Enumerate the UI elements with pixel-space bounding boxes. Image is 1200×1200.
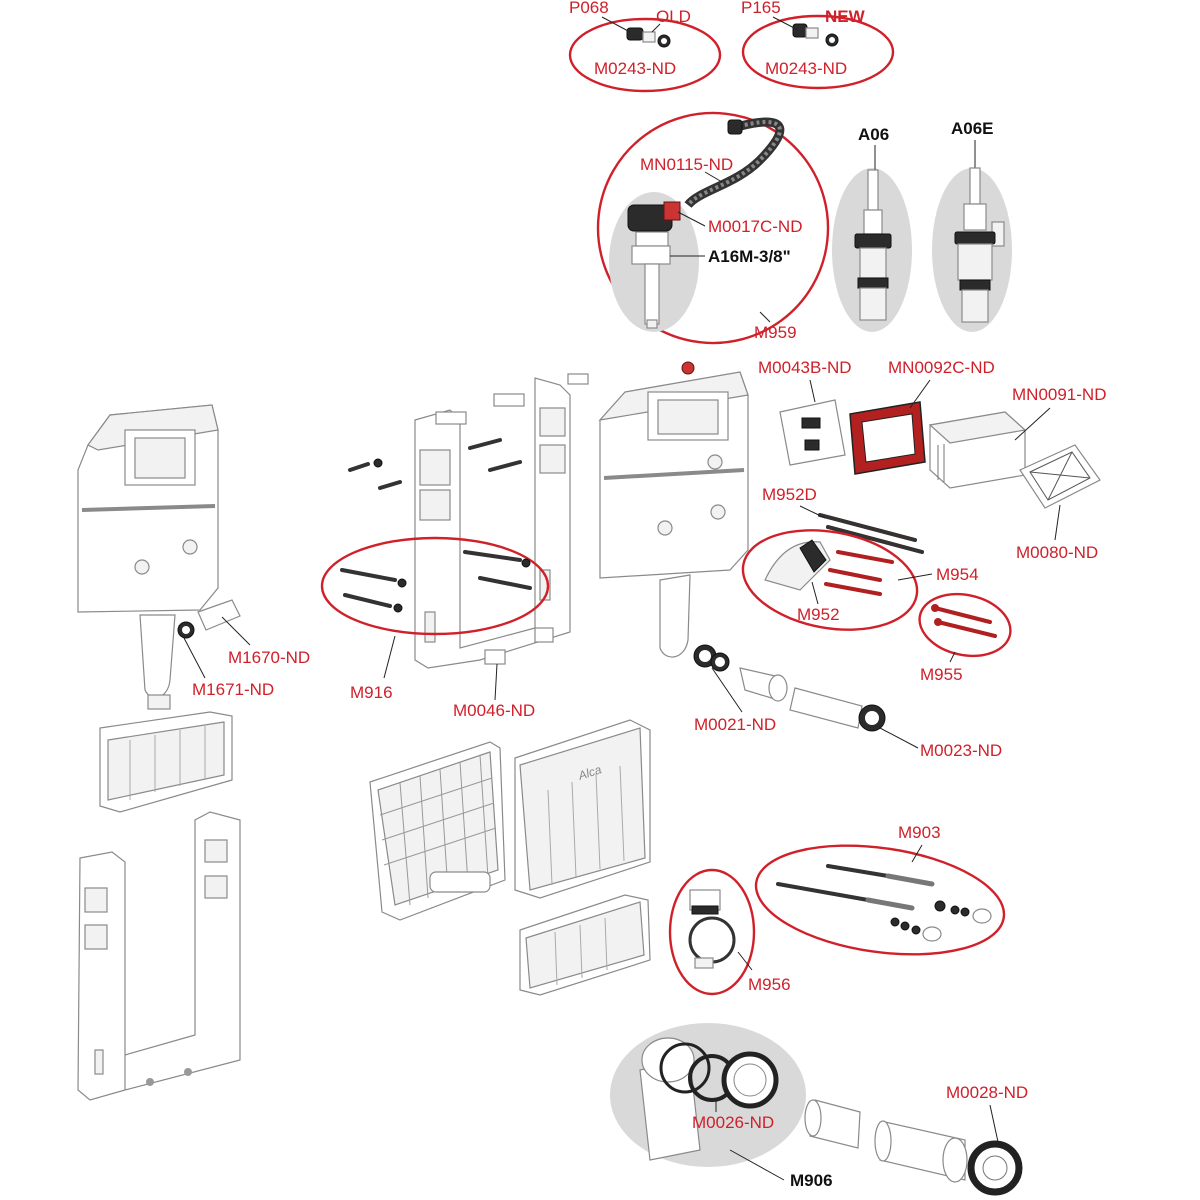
- mounting-frame-m0043b-part: [779, 399, 846, 466]
- label-m952: M952: [797, 605, 840, 624]
- connector-new-part: [792, 23, 839, 47]
- insulation-box-grid-part: [369, 741, 506, 921]
- flush-valve-a06e-group: A06E: [932, 119, 1012, 332]
- fill-valve-a16m-part: [627, 201, 681, 329]
- label-m0026: M0026-ND: [692, 1113, 774, 1132]
- label-m955: M955: [920, 665, 963, 684]
- cistern-left-part: [77, 404, 219, 710]
- rods-m952d-part: [818, 513, 924, 554]
- insulation-box-alca-part: Alca: [514, 719, 651, 899]
- flush-valve-a06-part: [854, 169, 892, 321]
- flush-valve-a06e-part: [954, 167, 1005, 323]
- label-a06: A06: [858, 125, 889, 144]
- installation-frame-left-part: [77, 811, 241, 1101]
- actuator-m952-group: [741, 529, 919, 631]
- box-mn0091-part: [928, 411, 1027, 489]
- label-m1671: M1671-ND: [192, 680, 274, 699]
- label-m0017c: M0017C-ND: [708, 217, 802, 236]
- highlight-ellipse-new: [741, 14, 895, 90]
- clamp-m956-group: [668, 868, 756, 996]
- mounting-frame-mn0092c-part: [849, 401, 926, 475]
- outlet-pipe-center-parts: [693, 644, 886, 732]
- highlight-ellipse-m916: [320, 536, 550, 636]
- label-m903: M903: [898, 823, 941, 842]
- label-mn0091: MN0091-ND: [1012, 385, 1106, 404]
- label-m956: M956: [748, 975, 791, 994]
- highlight-ellipse-old: [568, 17, 722, 93]
- bolt-set-m903-group: [754, 844, 1006, 956]
- label-old: OLD: [656, 7, 691, 26]
- label-mn0115: MN0115-ND: [640, 155, 733, 174]
- label-m952d: M952D: [762, 485, 817, 504]
- cover-m0080-part: [1019, 444, 1101, 509]
- label-p165: P165: [741, 0, 781, 17]
- label-m1670: M1670-ND: [228, 648, 310, 667]
- connector-old-part: [626, 27, 671, 48]
- flush-valve-a06-group: A06: [832, 125, 912, 332]
- highlight-ellipse-m955: [918, 592, 1012, 658]
- label-m0043b: M0043B-ND: [758, 358, 852, 377]
- seal-m0028-part: [967, 1140, 1023, 1196]
- label-m906: M906: [790, 1171, 833, 1190]
- wall-anchor-set-m916-group: [320, 536, 550, 636]
- label-m954: M954: [936, 565, 979, 584]
- pipe-sleeves-part: [804, 1099, 968, 1183]
- label-m959: M959: [754, 323, 797, 342]
- label-m0021: M0021-ND: [694, 715, 776, 734]
- outlet-pipe-m1670-part: [177, 599, 241, 639]
- installation-frame-middle-part: [414, 377, 571, 669]
- label-m0046: M0046-ND: [453, 701, 535, 720]
- label-mn0092c: MN0092C-ND: [888, 358, 995, 377]
- rods-m955-group: [918, 592, 1012, 658]
- label-a06e: A06E: [951, 119, 994, 138]
- label-m916: M916: [350, 683, 393, 702]
- drain-bend-m906-group: [610, 1023, 806, 1167]
- insulation-panel-left-part: [99, 711, 233, 813]
- label-new: NEW: [825, 7, 866, 26]
- insulation-panel-lower-part: [519, 894, 651, 996]
- label-p068: P068: [569, 0, 609, 17]
- label-m0028: M0028-ND: [946, 1083, 1028, 1102]
- label-a16m: A16M-3/8": [708, 247, 791, 266]
- label-m0243-old: M0243-ND: [594, 59, 676, 78]
- fill-valve-connector-old-group: P068 OLD M0243-ND: [568, 0, 722, 93]
- fill-valve-m959-group: MN0115-ND M0017C-ND A16M-3/8" M959: [596, 111, 830, 345]
- fill-valve-connector-new-group: P165 NEW M0243-ND: [741, 0, 895, 90]
- highlight-ellipse-m956: [668, 868, 756, 996]
- label-m0023: M0023-ND: [920, 741, 1002, 760]
- highlight-ellipse-m959: [596, 111, 830, 345]
- label-m0243-new: M0243-ND: [765, 59, 847, 78]
- highlight-ellipse-m903: [754, 844, 1006, 956]
- hose-nut-icon: [727, 119, 743, 135]
- frame-bolts-top: [348, 373, 589, 490]
- leg-m0046-icon: [484, 649, 506, 665]
- cistern-center-part: [598, 361, 749, 658]
- highlight-ellipse-m952: [741, 529, 919, 631]
- label-m0080: M0080-ND: [1016, 543, 1098, 562]
